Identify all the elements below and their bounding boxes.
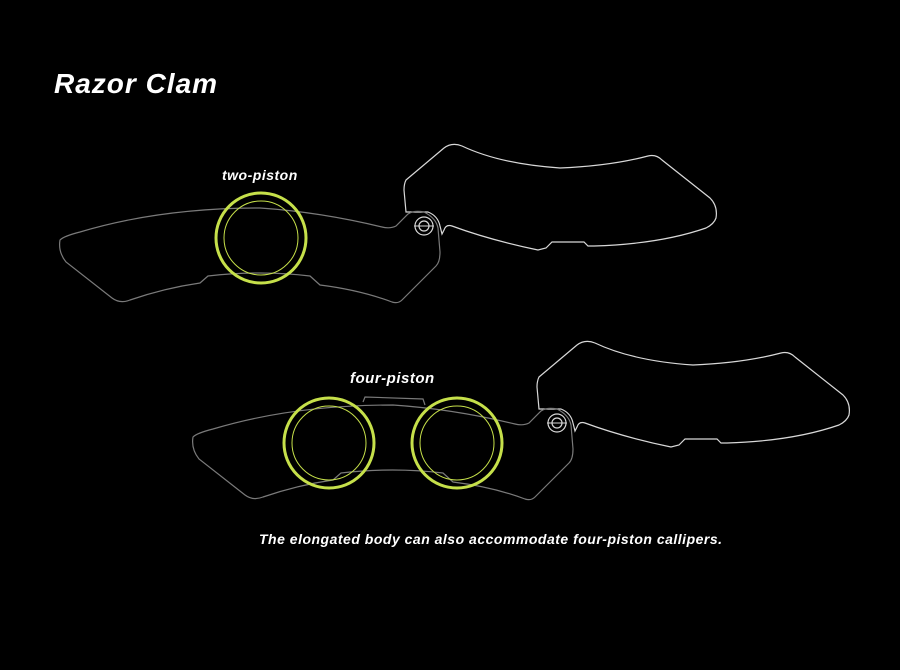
caliper-body-outline [58,207,441,304]
piston-outer-ring [410,396,504,490]
page-title: Razor Clam [54,68,219,99]
brake-pad-outline [403,143,718,251]
caliper-body-outline [192,404,574,501]
pivot-pin-icon [413,216,435,236]
two-piston-caliper [58,143,718,304]
piston-outer-ring [214,191,308,285]
piston-inner-ring [223,200,299,276]
piston-outer-ring [282,396,376,490]
four-piston-caliper [192,340,851,501]
four-piston-label: four-piston [350,370,435,387]
caption: The elongated body can also accommodate … [259,531,723,547]
pivot-pin-icon [546,413,568,433]
piston-inner-ring [419,405,495,481]
piston-inner-ring [291,405,367,481]
two-piston-label: two-piston [222,167,298,183]
brake-pad-outline [536,340,851,448]
